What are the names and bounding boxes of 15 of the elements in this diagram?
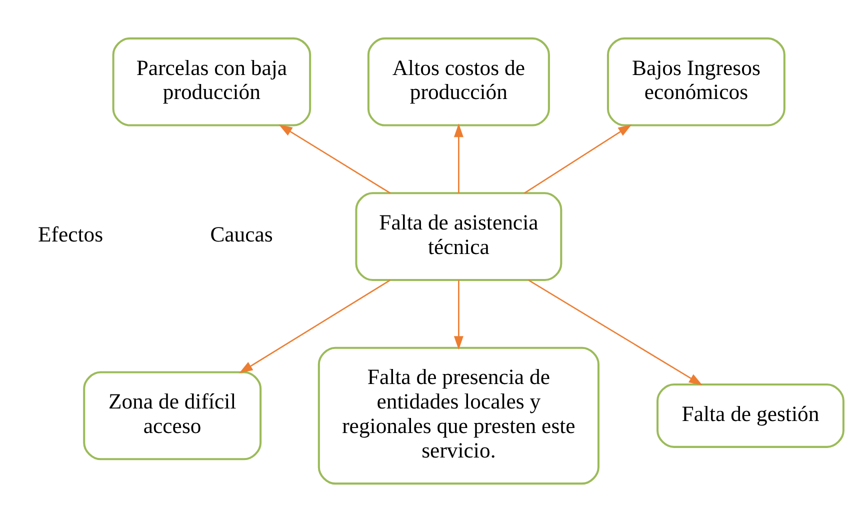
node-box: Falta de asistencia técnica: [355, 192, 562, 282]
label: Efectos: [38, 222, 104, 247]
arrow: [524, 124, 632, 194]
label: Caucas: [210, 222, 273, 247]
arrow: [528, 280, 703, 386]
arrow: [239, 280, 390, 374]
node-box: Bajos Ingresos económicos: [606, 37, 786, 126]
node-box: Falta de gestión: [656, 383, 844, 448]
arrow: [454, 280, 464, 350]
node-box: Zona de difícil acceso: [83, 371, 262, 460]
arrow: [278, 124, 391, 194]
node-box: Parcelas con baja producción: [112, 37, 312, 126]
node-box: Altos costos de producción: [367, 37, 550, 126]
arrow: [454, 124, 464, 194]
node-box: Falta de presencia de entidades locales y regionales que presten este servicio.: [318, 346, 600, 485]
